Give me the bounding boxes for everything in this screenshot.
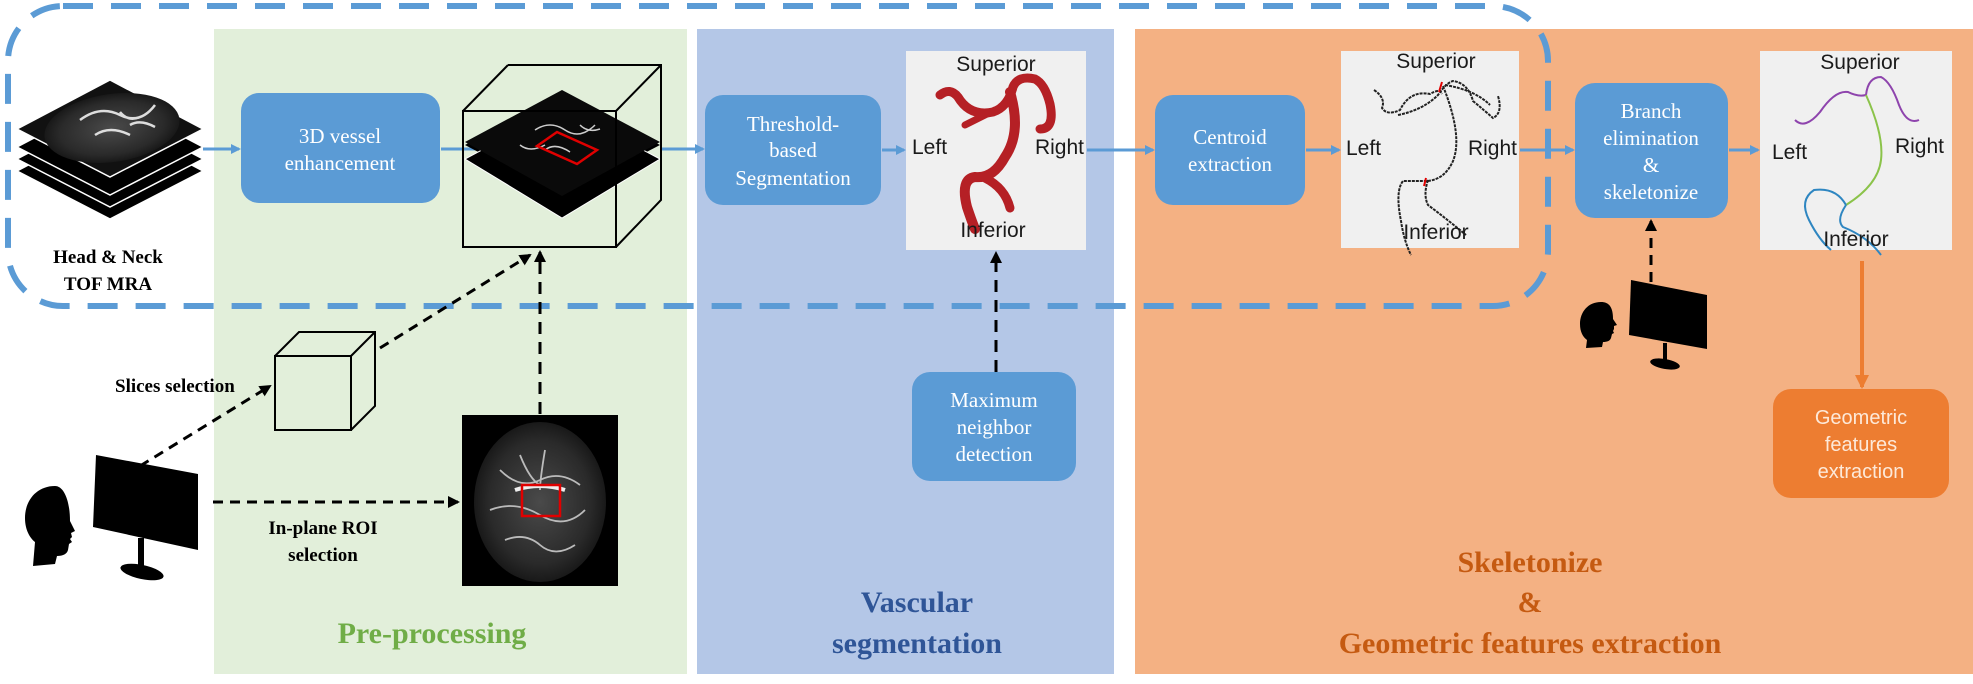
vessel-inferior-label: Inferior (960, 219, 1025, 242)
features-box-line1: Geometric (1815, 407, 1907, 429)
final-right-label: Right (1895, 135, 1944, 158)
branch-box-line3: & (1643, 153, 1659, 177)
geometric-features-box[interactable]: Geometric features extraction (1773, 389, 1949, 498)
axial-mra-image (462, 415, 618, 586)
preprocessing-title: Pre-processing (338, 617, 527, 650)
branch-box-line1: Branch (1621, 99, 1682, 123)
final-inferior-label: Inferior (1823, 228, 1888, 251)
human-head-icon (25, 486, 75, 566)
roi-selection-label-line2: selection (288, 545, 358, 566)
neighbor-box-line2: neighbor (957, 415, 1032, 439)
branch-elimination-box[interactable]: Branch elimination & skeletonize (1575, 83, 1728, 218)
centroid-box-line2: extraction (1188, 152, 1272, 176)
centroid-right-label: Right (1468, 137, 1517, 160)
slices-selection-label: Slices selection (115, 376, 235, 397)
vessel-enhancement-line1: 3D vessel (299, 124, 381, 148)
enhanced-volume-cube (462, 64, 662, 248)
final-skeleton-image: Superior Left Right Inferior (1760, 51, 1952, 256)
max-neighbor-detection-box[interactable]: Maximum neighbor detection (912, 372, 1076, 481)
final-superior-label: Superior (1820, 51, 1899, 74)
vessel-enhancement-line2: enhancement (285, 151, 396, 175)
neighbor-box-line3: detection (956, 442, 1033, 466)
computer-monitor-icon (93, 455, 198, 581)
threshold-segmentation-box[interactable]: Threshold- based Segmentation (705, 95, 881, 205)
skeleton-title-line3: Geometric features extraction (1339, 627, 1722, 660)
3d-volume-cube-icon (274, 331, 376, 431)
vessel-enhancement-box[interactable]: 3D vessel enhancement (241, 93, 440, 203)
final-left-label: Left (1772, 141, 1807, 164)
centroid-inferior-label: Inferior (1403, 221, 1468, 244)
threshold-box-line1: Threshold- (747, 112, 839, 136)
centroid-skeleton-image: Superior Left Right Inferior (1341, 50, 1519, 256)
human-head-icon-right (1580, 302, 1617, 348)
centroid-box-line1: Centroid (1193, 125, 1267, 149)
branch-box-line2: elimination (1603, 126, 1699, 150)
vessel-superior-label: Superior (956, 53, 1035, 76)
features-box-line2: features (1825, 434, 1897, 456)
threshold-box-line3: Segmentation (735, 166, 851, 190)
roi-selection-label-line1: In-plane ROI (268, 518, 377, 539)
computer-monitor-icon-right (1629, 280, 1707, 370)
input-label-line2: TOF MRA (64, 274, 152, 295)
dashed-arrow-monitor-to-cube (139, 384, 272, 468)
segmentation-title-line1: Vascular (861, 586, 973, 619)
segmented-vessel-image: Superior Left Right Inferior (906, 51, 1086, 250)
input-label-line1: Head & Neck (53, 247, 163, 268)
automated-pipeline-outline (5, 3, 1551, 309)
features-box-line3: extraction (1818, 461, 1905, 483)
centroid-extraction-box[interactable]: Centroid extraction (1155, 95, 1305, 205)
centroid-left-label: Left (1346, 137, 1381, 160)
vessel-right-label: Right (1035, 136, 1084, 159)
segmentation-title-line2: segmentation (832, 627, 1002, 660)
threshold-box-line2: based (769, 138, 817, 162)
branch-box-line4: skeletonize (1604, 180, 1698, 204)
centroid-superior-label: Superior (1396, 50, 1475, 73)
skeleton-title-line1: Skeletonize (1458, 546, 1603, 579)
vessel-left-label: Left (912, 136, 947, 159)
neighbor-box-line1: Maximum (950, 388, 1038, 412)
roi-box (520, 483, 562, 518)
dashed-arrow-cube-to-volume (379, 253, 532, 350)
mra-slice-stack-icon (15, 79, 205, 220)
skeleton-title-line2: & (1518, 586, 1543, 619)
